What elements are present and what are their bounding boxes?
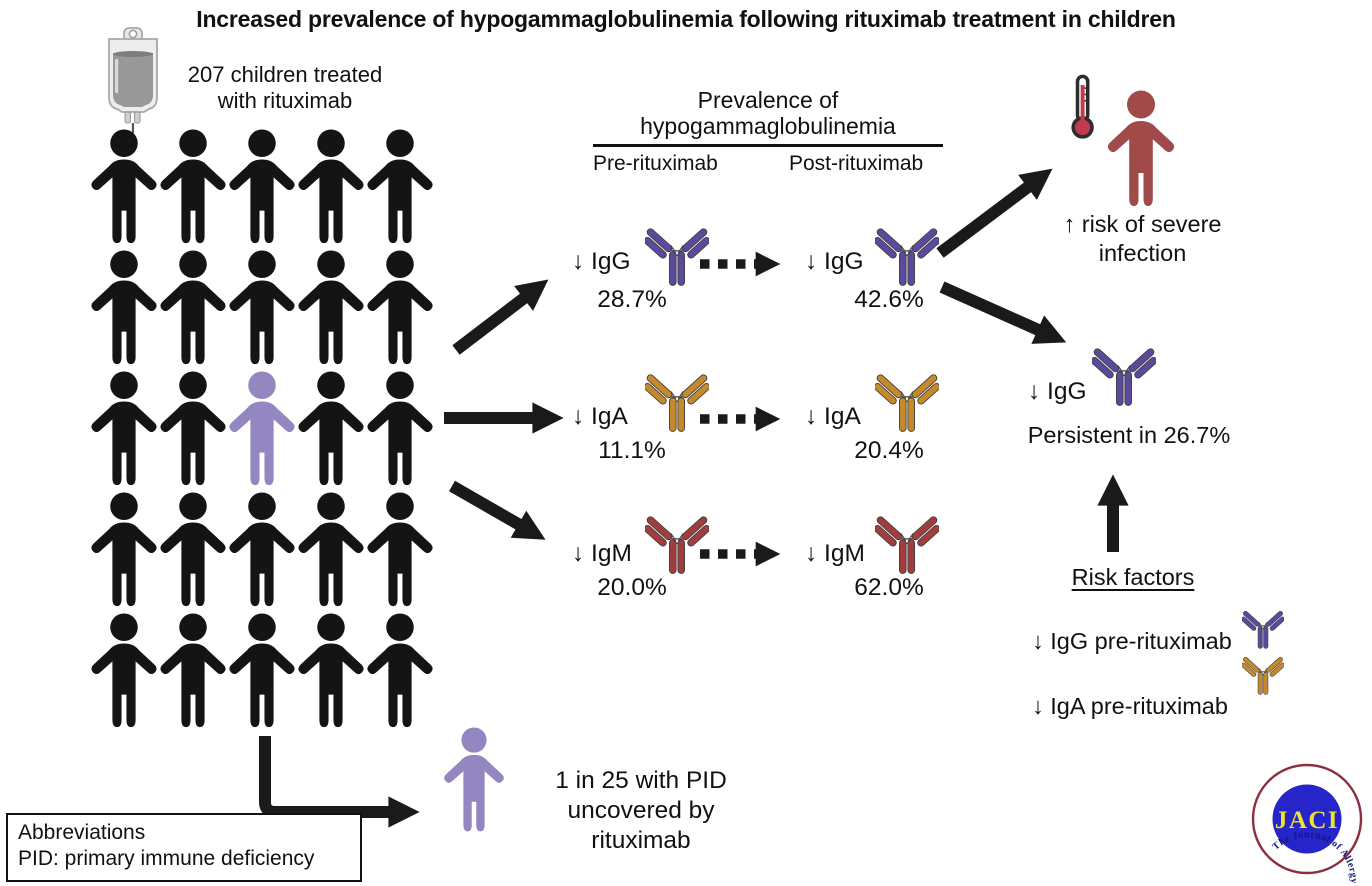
cohort-caption-line1: 207 children treated <box>187 62 383 87</box>
page-title: Increased prevalence of hypogammaglobuli… <box>196 6 1176 32</box>
arrow-cohort-to-igg <box>452 279 549 355</box>
igm-post-label: ↓ IgM <box>805 540 865 567</box>
abbreviation-pid: PID: primary immune deficiency <box>18 847 315 871</box>
column-header-pre: Pre-rituximab <box>593 152 718 175</box>
iga-pre-label: ↓ IgA <box>572 403 628 430</box>
arrow-igg-to-infection <box>936 168 1053 258</box>
igg-post-value: 42.6% <box>854 286 924 313</box>
pid-child-icon <box>441 727 507 835</box>
pid-caption: 1 in 25 with PID uncovered by rituximab <box>515 766 767 856</box>
igg-post-antibody-icon <box>875 218 939 289</box>
igm-post-value: 62.0% <box>854 574 924 601</box>
pid-caption-line1: 1 in 25 with PID <box>555 767 727 794</box>
risk-factor-igg: ↓ IgG pre-rituximab <box>1032 628 1232 654</box>
arrow-cohort-to-pid <box>259 736 420 828</box>
cohort-caption-line2: with rituximab <box>217 87 353 113</box>
risk-factor-igg-antibody-icon <box>1242 604 1284 651</box>
pid-caption-line2: uncovered by rituximab <box>567 796 715 854</box>
infection-risk-label: ↑ risk of severe infection <box>1040 210 1245 267</box>
persistent-text: Persistent in 26.7% <box>1027 422 1231 448</box>
iv-bag-icon <box>108 27 158 133</box>
risk-factor-iga: ↓ IgA pre-rituximab <box>1032 693 1228 719</box>
cohort-caption: 207 children treated with rituximab <box>170 62 400 114</box>
prevalence-header-line1: Prevalence of <box>697 87 839 113</box>
infection-risk-line1: ↑ risk of severe <box>1063 211 1222 237</box>
prevalence-header: Prevalence of hypogammaglobulinemia <box>593 87 943 147</box>
arrow-cohort-to-igm <box>449 480 546 540</box>
igm-pre-antibody-icon <box>645 506 709 577</box>
arrow-igg-to-persistent <box>939 281 1067 344</box>
iga-pre-value: 11.1% <box>598 437 666 464</box>
abbreviations-box: Abbreviations PID: primary immune defici… <box>6 813 362 882</box>
igg-post-label: ↓ IgG <box>805 248 864 275</box>
igm-post-antibody-icon <box>875 506 939 577</box>
igg-pre-antibody-icon <box>645 218 709 289</box>
persistent-igg-antibody-icon <box>1092 338 1156 409</box>
abbreviations-title: Abbreviations <box>18 821 146 844</box>
iga-post-value: 20.4% <box>854 437 924 464</box>
iga-post-label: ↓ IgA <box>805 403 861 430</box>
iga-pre-antibody-icon <box>645 364 709 435</box>
risk-factors-title: Risk factors <box>1071 564 1195 590</box>
igg-pre-label: ↓ IgG <box>572 248 631 275</box>
jaci-logo: The Journal of Allergy & Clinical Immuno… <box>1251 763 1363 886</box>
infection-risk-line2: infection <box>1098 239 1187 266</box>
risk-factor-iga-antibody-icon <box>1242 650 1284 697</box>
prevalence-header-line2: hypogammaglobulinemia <box>640 112 896 139</box>
infected-child-icon <box>1104 90 1178 210</box>
column-header-post: Post-rituximab <box>789 152 924 175</box>
thermometer-icon <box>1071 74 1094 139</box>
iga-post-antibody-icon <box>875 364 939 435</box>
igm-pre-label: ↓ IgM <box>572 540 632 567</box>
logo-acronym: JACI <box>1275 807 1339 834</box>
persistent-igg-label: ↓ IgG <box>1028 378 1087 405</box>
igm-pre-value: 20.0% <box>597 574 667 601</box>
igg-pre-value: 28.7% <box>597 286 667 313</box>
